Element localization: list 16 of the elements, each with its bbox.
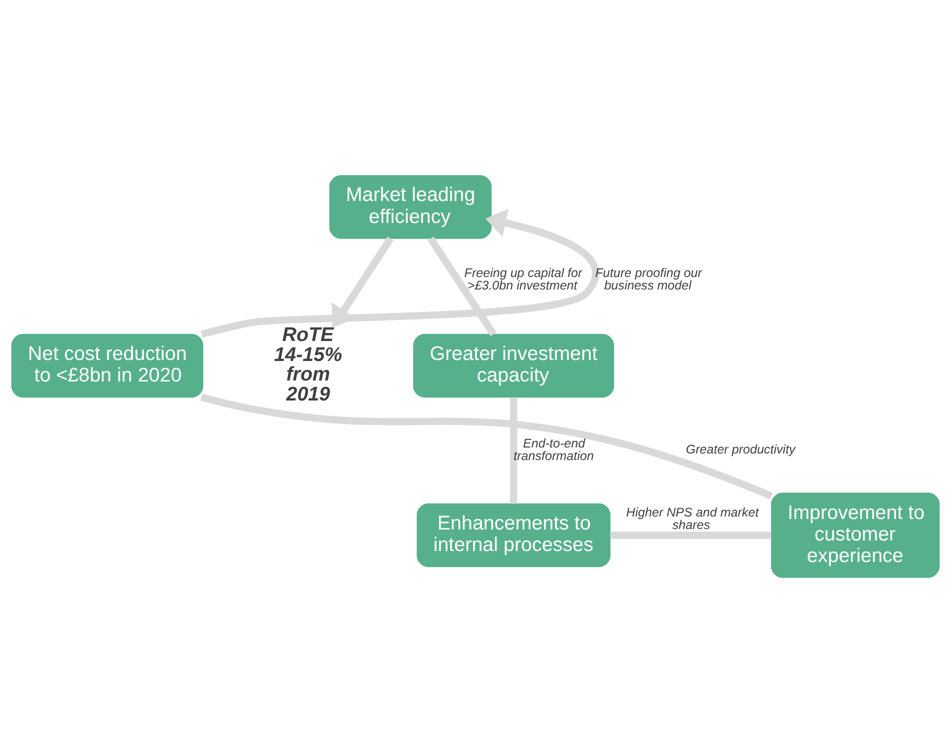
arrow [200,208,599,338]
node-box: Net cost reduction to <£8bn in 2020 [11,333,204,398]
edge-label: Freeing up capital for >£3.0bn investment [464,266,582,292]
edge-label: Greater productivity [686,442,796,456]
connector [200,393,773,499]
node-box: Improvement to customer experience [771,492,940,578]
node-box: Greater investment capacity [413,333,614,398]
connector [610,531,772,538]
connector [510,396,518,504]
edge-label: End-to-end transformation [514,436,594,463]
node-text: RoTE 14-15% from 2019 [274,324,342,405]
node-box: Market leading efficiency [329,174,492,238]
connector [428,236,497,336]
edge-label: Higher NPS and market shares [626,505,759,532]
edge-label: Future proofing our business model [595,266,702,292]
node-box: Enhancements to internal processes [416,502,610,567]
